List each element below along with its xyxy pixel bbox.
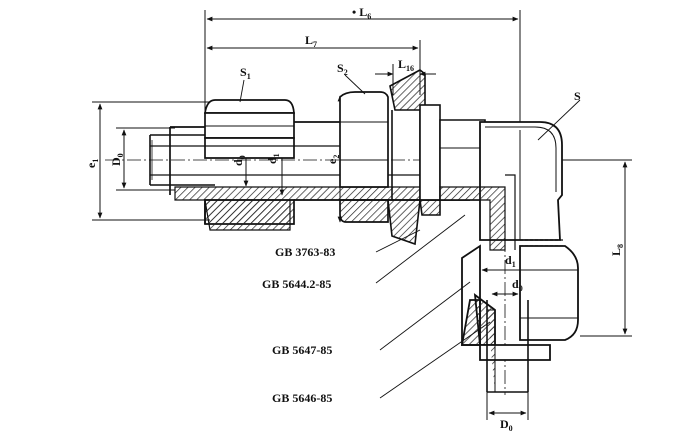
leader-lines <box>239 74 581 399</box>
dim-l8: L8 <box>609 244 625 256</box>
nut-s1 <box>204 99 295 225</box>
lower-nut <box>460 244 579 361</box>
dim-d0-left: D0 <box>109 153 125 166</box>
dim-d1-inner: d1 <box>265 153 281 164</box>
label-gb-5644: GB 5644.2-85 <box>262 277 331 291</box>
dim-e1: e1 <box>84 159 100 168</box>
dim-d1-right: d1 <box>505 253 516 269</box>
dim-l16: L16 <box>398 57 414 73</box>
lower-tube <box>486 300 529 393</box>
dim-d0-inner: d0 <box>231 155 247 166</box>
dim-s: S <box>574 89 581 103</box>
dim-d0-right: d0 <box>512 277 523 293</box>
dim-s1: S1 <box>240 65 251 81</box>
dim-e2: e2 <box>325 155 341 164</box>
nut-s2 <box>339 91 389 223</box>
dim-d0-bottom: D0 <box>500 417 513 433</box>
label-gb-5647: GB 5647-85 <box>272 343 332 357</box>
fitting-body <box>150 121 490 231</box>
bulkhead-plate <box>387 69 426 246</box>
standard-labels: GB 3763-83 GB 5644.2-85 GB 5647-85 GB 56… <box>262 245 335 405</box>
dim-s2: S2 <box>337 61 348 77</box>
dimension-labels: • L6 L7 L16 S1 S2 S e1 D0 e2 d0 d1 L8 d1… <box>84 5 625 433</box>
label-gb-3763: GB 3763-83 <box>275 245 335 259</box>
dim-l7: L7 <box>305 33 317 49</box>
elbow-s <box>439 121 565 251</box>
label-gb-5646: GB 5646-85 <box>272 391 332 405</box>
dim-l6: • L6 <box>352 5 371 21</box>
